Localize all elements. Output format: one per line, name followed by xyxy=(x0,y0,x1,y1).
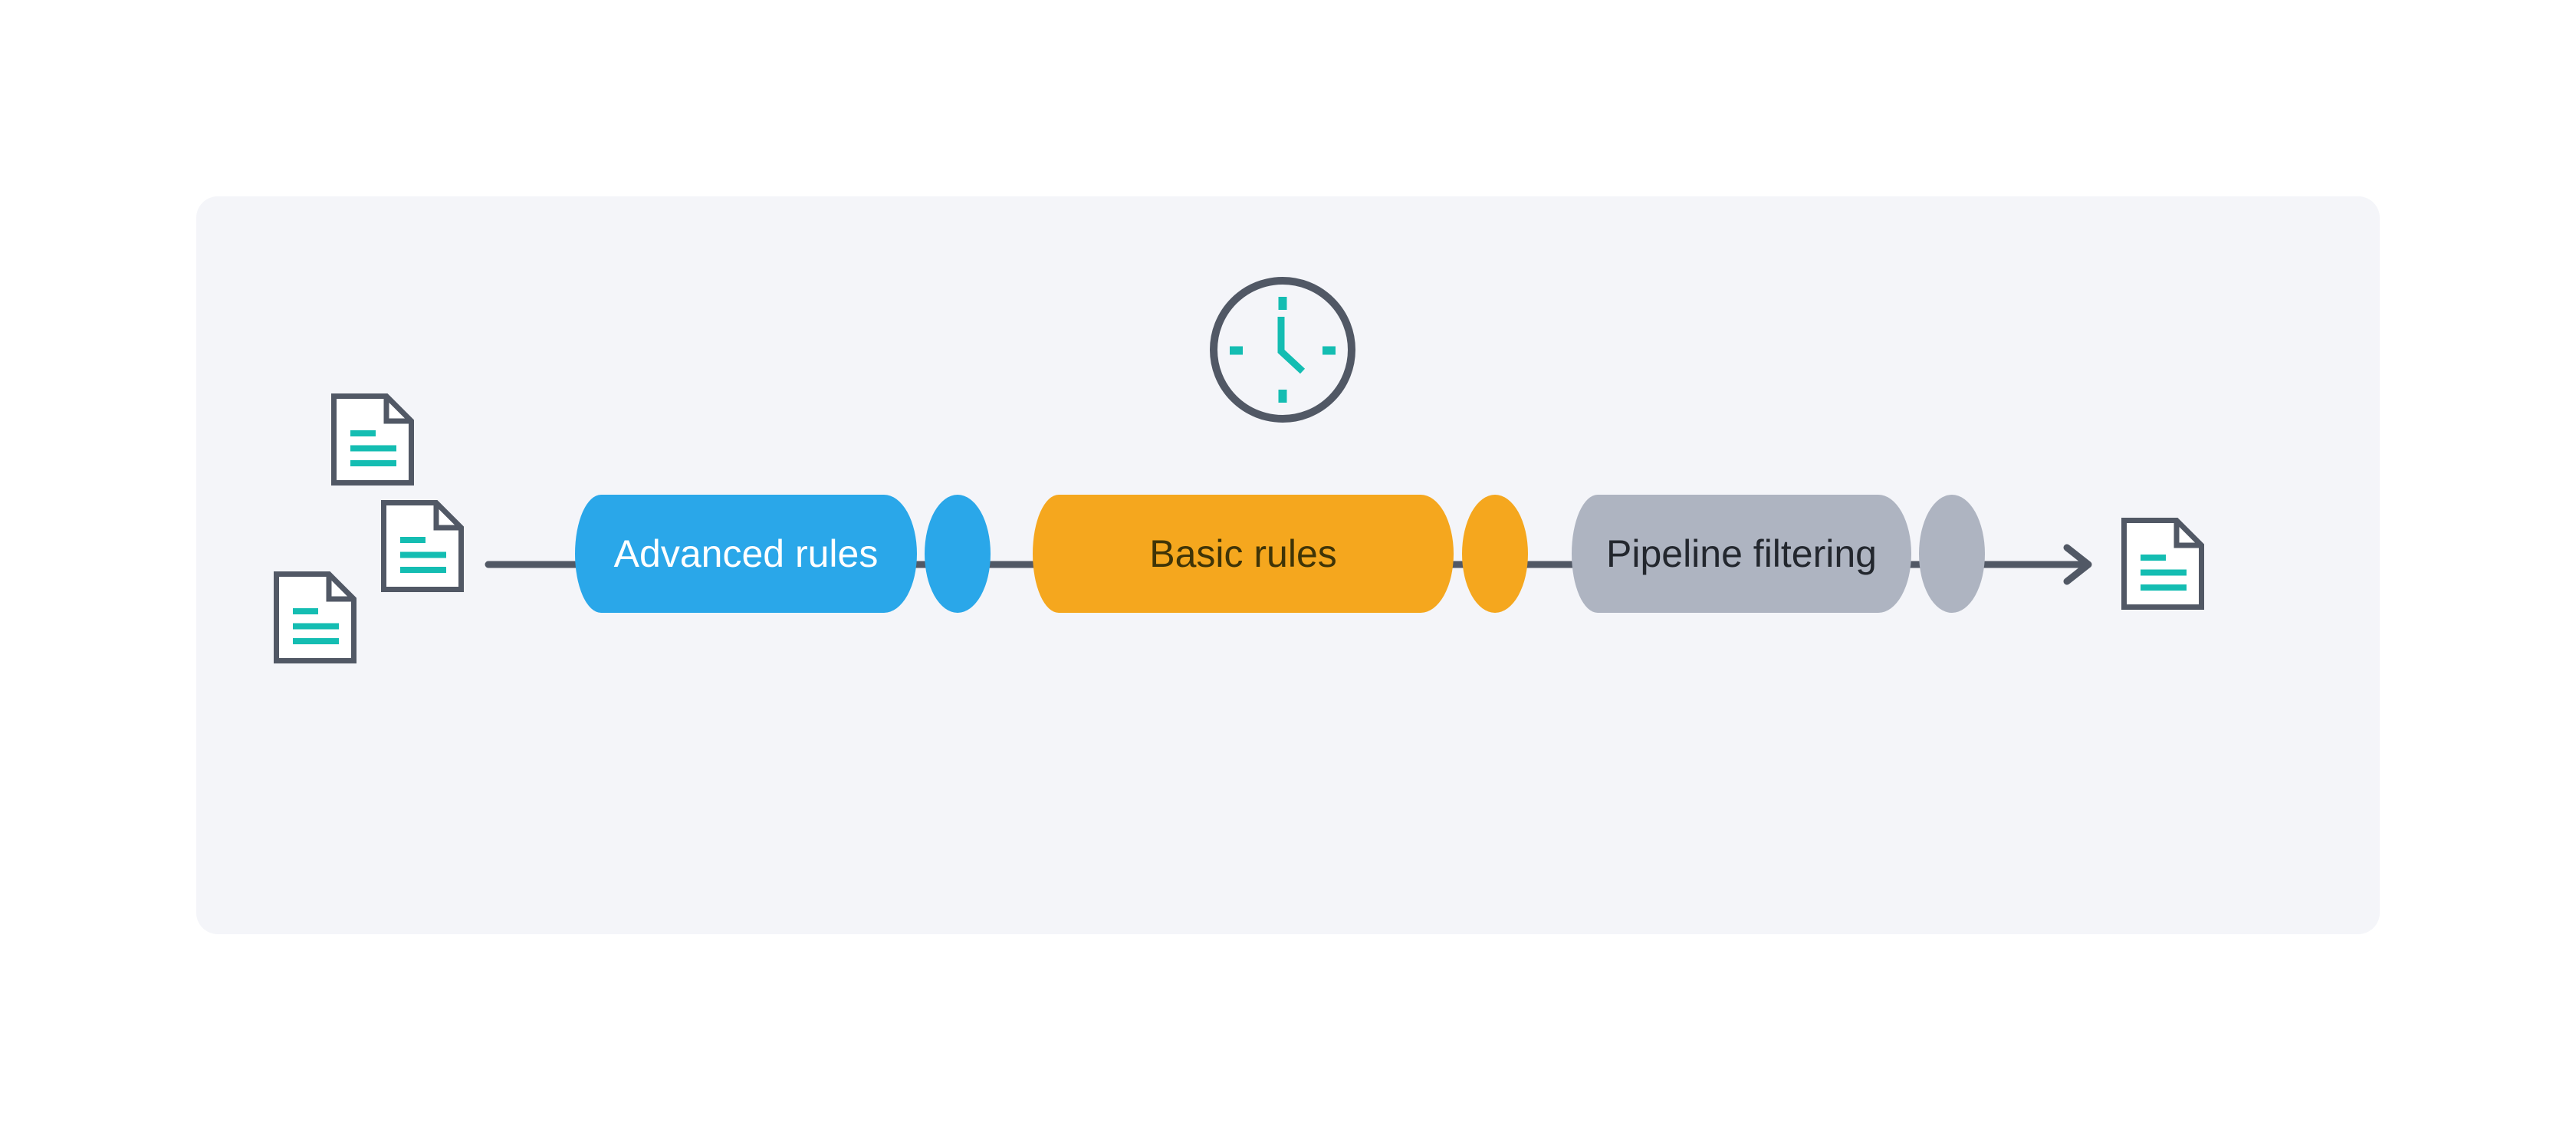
clock-ring xyxy=(1210,277,1355,423)
document-icon-input-1 xyxy=(334,397,412,483)
cylinder-basic-rules-body xyxy=(1033,495,1454,613)
cylinder-basic-rules xyxy=(1033,495,1528,613)
cylinder-pipeline-filtering-body xyxy=(1572,495,1911,613)
cylinder-basic-rules-cap xyxy=(1462,495,1528,613)
arrowhead-icon xyxy=(2063,544,2092,585)
clock-hands xyxy=(1277,317,1306,374)
document-icon-input-2 xyxy=(384,503,462,590)
document-icon-output xyxy=(2124,521,2202,607)
cylinder-advanced-rules-body xyxy=(575,495,917,613)
cylinder-advanced-rules-cap xyxy=(925,495,991,613)
document-icon-input-3 xyxy=(277,574,354,661)
cylinder-advanced-rules xyxy=(575,495,991,613)
cylinder-pipeline-filtering xyxy=(1572,495,1985,613)
cylinder-pipeline-filtering-cap xyxy=(1919,495,1985,613)
clock-icon xyxy=(1210,277,1355,423)
